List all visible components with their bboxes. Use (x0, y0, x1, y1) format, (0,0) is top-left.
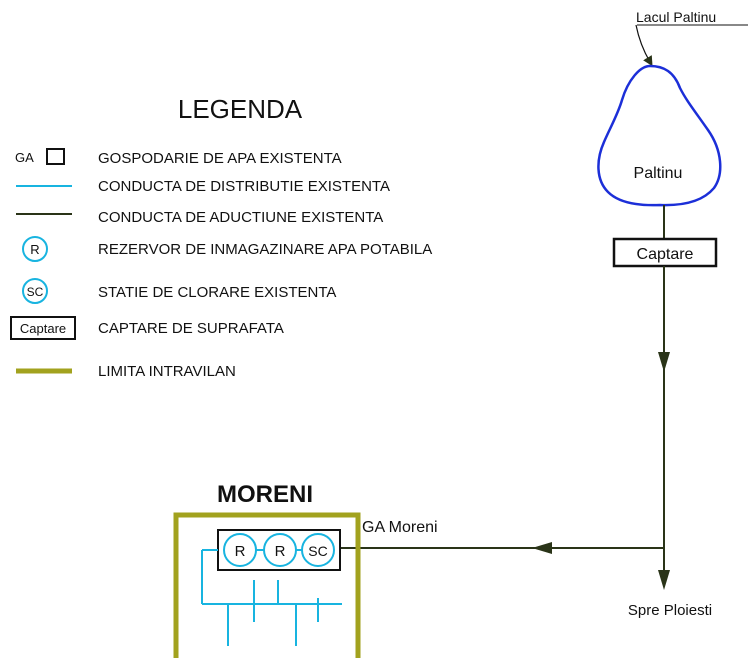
destination-label: Spre Ploiesti (628, 602, 712, 619)
flow-arrow-left-icon (532, 542, 552, 554)
lake-outline-shape (597, 64, 722, 207)
lake-label: Lacul Paltinu (636, 9, 716, 25)
lake-group: Lacul Paltinu Paltinu Captare (597, 9, 748, 268)
legend-reservoir-symbol-text: R (30, 242, 39, 257)
chlorination-circle-icon (301, 533, 335, 567)
intravilan-boundary (173, 512, 361, 658)
legend-intake-symbol-text: Captare (20, 321, 66, 336)
legend-item-intravilan-label: LIMITA INTRAVILAN (98, 363, 236, 380)
reservoir-2-label: R (275, 543, 286, 560)
legend-reservoir-circle-icon (22, 236, 48, 262)
reservoir-1-label: R (235, 543, 246, 560)
legend-item-distribution-label: CONDUCTA DE DISTRIBUTIE EXISTENTA (98, 178, 390, 195)
ga-label: GA Moreni (362, 519, 438, 536)
legend-chlorination-circle-icon (22, 278, 48, 304)
flow-arrow-to-ploiesti-icon (658, 570, 670, 590)
flow-arrow-down-icon (658, 352, 670, 372)
lake-leader-arrow-icon (635, 24, 653, 67)
chlorination-label: SC (308, 543, 327, 559)
legend-item-adduction-label: CONDUCTA DE ADUCTIUNE EXISTENTA (98, 209, 383, 226)
legend-item-ga-label: GOSPODARIE DE APA EXISTENTA (98, 150, 342, 167)
legend-item-intake-label: CAPTARE DE SUPRAFATA (98, 320, 284, 337)
reservoir-1-circle-icon (223, 533, 257, 567)
legend-chlorination-symbol-text: SC (27, 285, 44, 299)
legend-intake-box-icon (10, 316, 76, 340)
legend-ga-square-icon (46, 148, 65, 165)
legend-ga-symbol-text: GA (15, 150, 34, 165)
moreni-group: MORENI GA Moreni R R SC (173, 481, 438, 658)
legend-item-reservoir-label: REZERVOR DE INMAGAZINARE APA POTABILA (98, 241, 432, 258)
adduction-main: Spre Ploiesti (340, 266, 712, 619)
legend: LEGENDA GA GOSPODARIE DE APA EXISTENTA C… (10, 94, 432, 380)
legend-title: LEGENDA (178, 94, 303, 124)
lake-name: Paltinu (634, 165, 683, 182)
town-name: MORENI (217, 481, 313, 508)
legend-item-chlorination-label: STATIE DE CLORARE EXISTENTA (98, 284, 336, 301)
reservoir-2-circle-icon (263, 533, 297, 567)
intake-label: Captare (637, 246, 694, 263)
